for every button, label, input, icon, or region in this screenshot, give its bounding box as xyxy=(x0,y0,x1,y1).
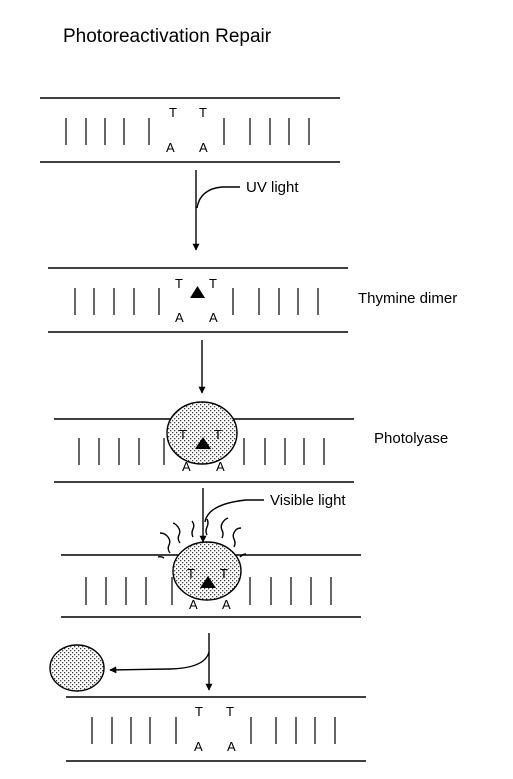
dna-stage-activated: T T A A xyxy=(61,517,361,618)
base-pair-rungs xyxy=(78,438,325,465)
base-pair-rungs xyxy=(74,288,319,315)
base-a-left: A xyxy=(166,140,175,155)
photolyase-enzyme-icon xyxy=(172,541,242,601)
base-t-right: T xyxy=(209,276,217,291)
base-a-right: A xyxy=(199,140,208,155)
dimer-triangle-icon xyxy=(200,576,216,588)
dna-stage-original: T T A A xyxy=(40,97,340,163)
release-arrow xyxy=(109,651,210,674)
base-t-right: T xyxy=(199,105,207,120)
base-a-left: A xyxy=(189,597,198,612)
base-pair-rungs xyxy=(85,577,332,605)
base-t-right: T xyxy=(214,427,222,442)
base-a-right: A xyxy=(216,459,225,474)
base-t-left: T xyxy=(187,566,195,581)
base-t-right: T xyxy=(226,704,234,719)
base-a-right: A xyxy=(227,739,236,754)
base-t-left: T xyxy=(175,276,183,291)
base-t-left: T xyxy=(169,105,177,120)
thymine-dimer-label: Thymine dimer xyxy=(358,290,457,307)
photolyase-label: Photolyase xyxy=(374,430,448,447)
released-photolyase-icon xyxy=(49,644,105,692)
base-a-right: A xyxy=(222,597,231,612)
base-t-left: T xyxy=(179,427,187,442)
base-pair-rungs xyxy=(65,118,310,145)
base-pair-rungs xyxy=(91,717,336,744)
base-t-right: T xyxy=(220,566,228,581)
enzyme-release-arrow xyxy=(49,633,213,692)
base-a-right: A xyxy=(209,310,218,325)
dna-stage-photolyase: T T A A xyxy=(54,401,354,483)
base-a-left: A xyxy=(175,310,184,325)
base-t-left: T xyxy=(195,704,203,719)
page-title: Photoreactivation Repair xyxy=(63,26,272,47)
dimer-triangle-icon xyxy=(195,437,211,449)
base-a-left: A xyxy=(194,739,203,754)
uv-light-pointer xyxy=(196,186,240,209)
visible-light-arrow: Visible light xyxy=(199,488,346,543)
dna-stage-dimer: T T A A xyxy=(48,267,348,333)
photolyase-enzyme-icon xyxy=(166,401,238,465)
visible-light-pointer xyxy=(204,499,264,523)
uv-light-label: UV light xyxy=(246,179,299,196)
light-rays-icon xyxy=(157,517,247,559)
uv-light-arrow: UV light xyxy=(192,170,299,251)
visible-light-label: Visible light xyxy=(270,492,346,509)
dimer-triangle-icon xyxy=(190,286,205,298)
dna-stage-repaired: T T A A xyxy=(66,696,366,762)
base-a-left: A xyxy=(182,459,191,474)
